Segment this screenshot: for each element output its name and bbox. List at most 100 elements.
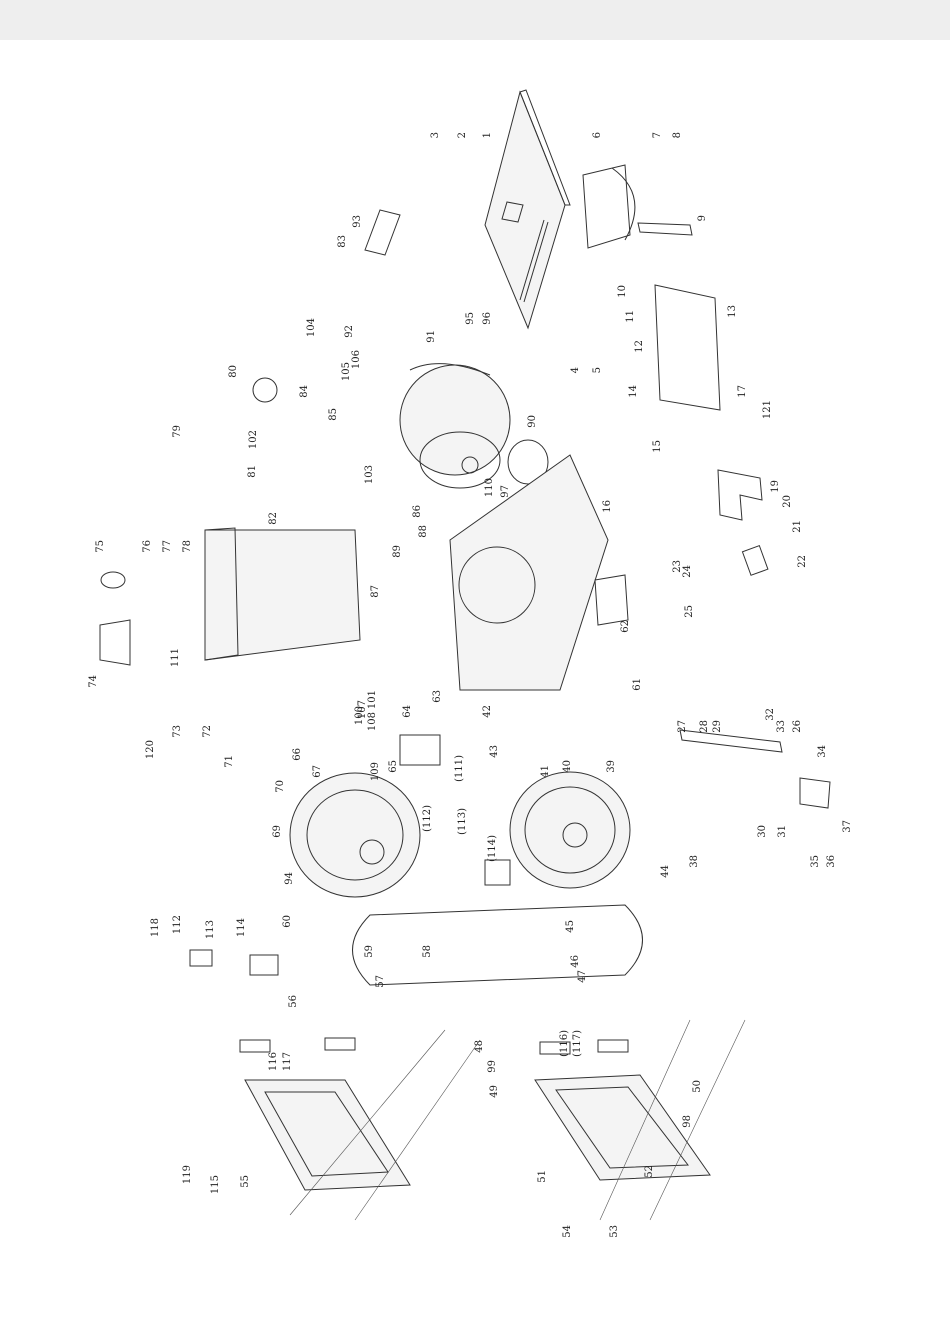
- part-number-86: 86: [412, 505, 423, 518]
- part-number-88: 88: [418, 525, 429, 538]
- part-number-33: 33: [776, 720, 787, 733]
- part-number-17: 17: [737, 385, 748, 398]
- part-number-37: 37: [842, 820, 853, 833]
- part-number-1: 1: [482, 132, 493, 138]
- lock-knob: [741, 545, 769, 576]
- part-number-121: 121: [762, 400, 773, 419]
- part-number-120: 120: [145, 740, 156, 759]
- saw-guide-rail: [654, 284, 721, 411]
- part-number-15: 15: [652, 440, 663, 453]
- saw-blade: [352, 904, 643, 986]
- guide-support: [717, 469, 763, 521]
- part-number-20: 20: [782, 495, 793, 508]
- part-number-99: 99: [487, 1060, 498, 1073]
- part-number-81: 81: [247, 465, 258, 478]
- part-number-29: 29: [712, 720, 723, 733]
- part-number-51: 51: [537, 1170, 548, 1183]
- part-number-12: 12: [634, 340, 645, 353]
- lower-hinge-b: [597, 1039, 629, 1053]
- part-number-3: 3: [430, 132, 441, 138]
- lower-guide-block: [484, 859, 511, 886]
- part-number-47: 47: [577, 970, 588, 983]
- part-number-p111p: (111): [454, 755, 465, 782]
- part-number-7: 7: [652, 132, 663, 138]
- part-number-100: 100: [354, 706, 365, 725]
- part-number-43: 43: [489, 745, 500, 758]
- part-number-62: 62: [620, 620, 631, 633]
- adjust-handle: [364, 209, 401, 256]
- part-number-58: 58: [422, 945, 433, 958]
- upper-hinge-a: [239, 1039, 271, 1053]
- part-number-22: 22: [797, 555, 808, 568]
- part-number-61: 61: [632, 678, 643, 691]
- part-number-36: 36: [826, 855, 837, 868]
- hinge-rod-1: [289, 1029, 446, 1216]
- part-number-45: 45: [565, 920, 576, 933]
- part-number-72: 72: [202, 725, 213, 738]
- part-number-118: 118: [150, 918, 161, 937]
- part-number-77: 77: [162, 540, 173, 553]
- part-number-19: 19: [770, 480, 781, 493]
- part-number-106: 106: [351, 350, 362, 369]
- part-number-2: 2: [457, 132, 468, 138]
- part-number-67: 67: [312, 765, 323, 778]
- part-number-64: 64: [402, 705, 413, 718]
- part-number-6: 6: [592, 132, 603, 138]
- part-number-92: 92: [344, 325, 355, 338]
- part-number-56: 56: [288, 995, 299, 1008]
- part-number-p117p: (117): [572, 1030, 583, 1057]
- part-number-115: 115: [210, 1175, 221, 1194]
- part-number-110: 110: [484, 478, 495, 497]
- part-number-44: 44: [660, 865, 671, 878]
- part-number-10: 10: [617, 285, 628, 298]
- table-top: [484, 90, 566, 330]
- part-number-107: 107: [357, 700, 368, 719]
- part-number-60: 60: [282, 915, 293, 928]
- part-number-108: 108: [367, 712, 378, 731]
- part-number-109: 109: [370, 762, 381, 781]
- part-number-94: 94: [284, 872, 295, 885]
- motor-pulley: [507, 439, 549, 485]
- lower-hinge-a: [539, 1041, 571, 1055]
- part-number-96: 96: [482, 312, 493, 325]
- part-number-p112p: (112): [422, 805, 433, 832]
- part-number-78: 78: [182, 540, 193, 553]
- part-number-75: 75: [95, 540, 106, 553]
- part-number-48: 48: [474, 1040, 485, 1053]
- part-number-95: 95: [465, 312, 476, 325]
- part-number-66: 66: [292, 748, 303, 761]
- part-number-89: 89: [392, 545, 403, 558]
- table-bracket: [637, 222, 693, 236]
- tension-block: [399, 734, 441, 766]
- lower-wheel-hub: [562, 822, 588, 848]
- motor-fins: [409, 363, 491, 376]
- part-number-71: 71: [224, 755, 235, 768]
- part-number-74: 74: [88, 675, 99, 688]
- part-number-p116p: (116): [559, 1030, 570, 1057]
- part-number-73: 73: [172, 725, 183, 738]
- motor-face: [419, 431, 501, 489]
- part-number-65: 65: [388, 760, 399, 773]
- part-number-9: 9: [697, 215, 708, 221]
- part-number-97: 97: [500, 485, 511, 498]
- hinge-rod-4: [649, 1019, 746, 1221]
- part-number-87: 87: [370, 585, 381, 598]
- part-number-23: 23: [672, 560, 683, 573]
- part-number-119: 119: [182, 1165, 193, 1184]
- part-number-32: 32: [765, 708, 776, 721]
- part-number-13: 13: [727, 305, 738, 318]
- part-number-98: 98: [682, 1115, 693, 1128]
- part-number-112: 112: [172, 915, 183, 934]
- part-number-41: 41: [540, 765, 551, 778]
- part-number-63: 63: [432, 690, 443, 703]
- table-insert: [501, 201, 524, 223]
- motor-housing: [399, 364, 511, 476]
- part-number-82: 82: [268, 512, 279, 525]
- part-number-69: 69: [272, 825, 283, 838]
- part-number-30: 30: [757, 825, 768, 838]
- part-number-114: 114: [236, 918, 247, 937]
- part-number-46: 46: [570, 955, 581, 968]
- part-number-53: 53: [609, 1225, 620, 1238]
- part-number-80: 80: [228, 365, 239, 378]
